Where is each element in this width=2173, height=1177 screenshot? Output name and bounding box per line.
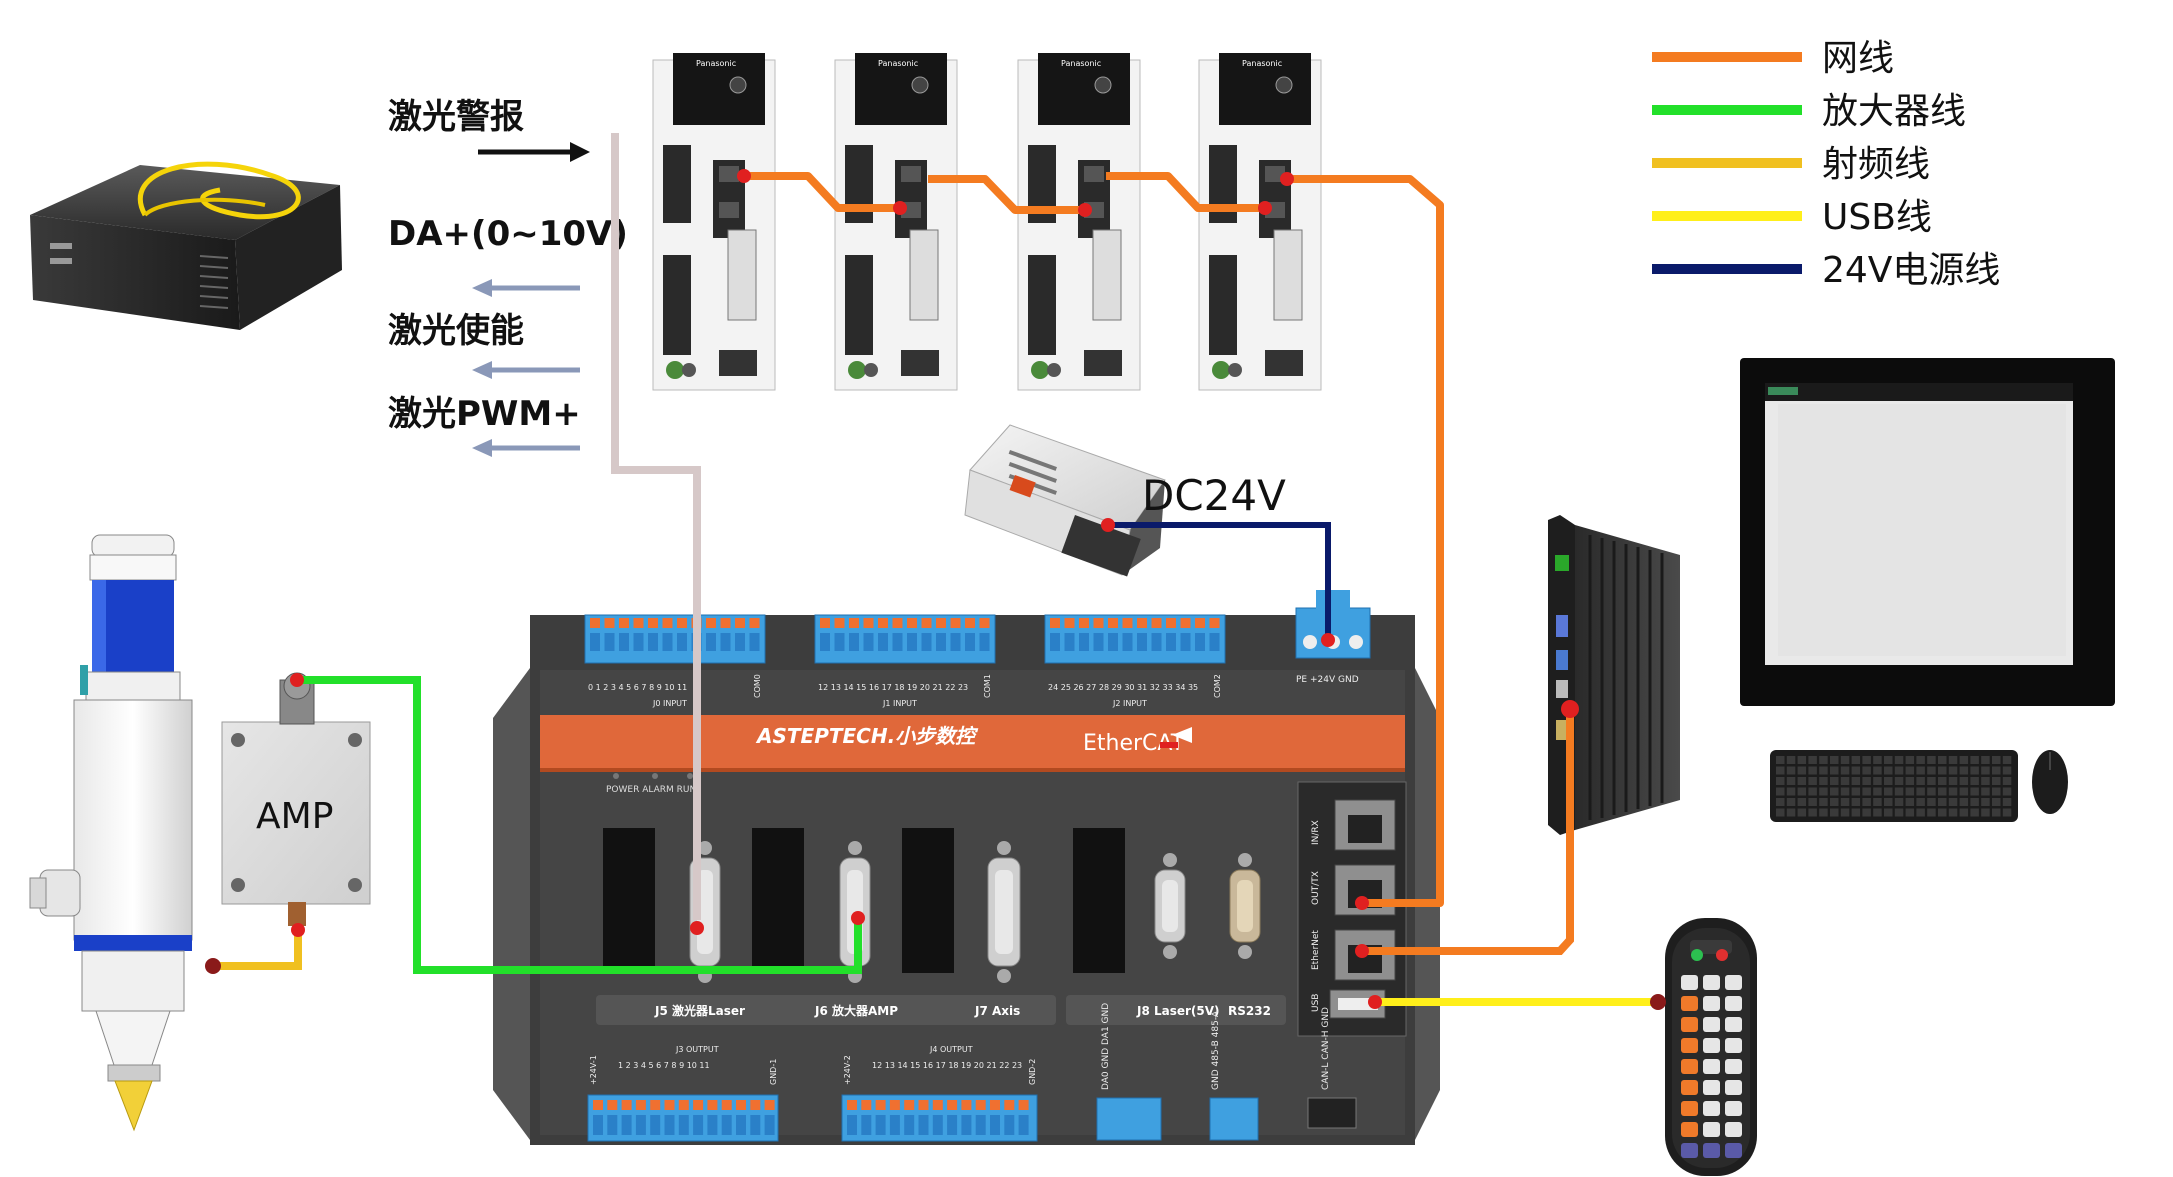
fiber-laser <box>30 161 342 330</box>
output-block-name: J3 OUTPUT <box>675 1045 719 1054</box>
legend-label: 24V电源线 <box>1822 250 2000 291</box>
legend-swatch <box>1652 105 1802 115</box>
analog-label: DA0 GND DA1 GND <box>1101 1003 1111 1090</box>
arrow-left-icon <box>472 439 580 457</box>
eth-out-label: OUT/TX <box>1311 871 1321 905</box>
output-block-name: J4 OUTPUT <box>929 1045 973 1054</box>
port-label: RS232 <box>1228 1004 1271 1018</box>
input-com-label: COM0 <box>753 674 762 698</box>
signal-label-enable: 激光使能 <box>388 311 524 351</box>
dc24v-label: DC24V <box>1142 471 1286 520</box>
port-label: J6 放大器AMP <box>814 1003 898 1018</box>
industrial-pc <box>1548 515 1680 835</box>
keyboard <box>1770 750 2018 822</box>
servo-drive: Panasonic <box>834 53 958 391</box>
eth-lan-label: EtherNet <box>1311 930 1321 970</box>
ethernet-port-lan[interactable] <box>1334 929 1396 981</box>
signal-label-pwm: 激光PWM+ <box>388 394 581 434</box>
input-com-label: COM2 <box>1213 674 1222 698</box>
drive-brand: Panasonic <box>1242 59 1282 68</box>
legend-swatch <box>1652 158 1802 168</box>
output-pin-numbers: 1 2 3 4 5 6 7 8 9 10 11 <box>618 1061 710 1070</box>
amp-label: AMP <box>256 796 333 837</box>
mouse <box>2032 750 2068 814</box>
fiber-cable <box>137 161 301 220</box>
output-right-label: GND-1 <box>769 1059 778 1085</box>
output-left-label: +24V-1 <box>589 1055 598 1085</box>
legend-label: 射频线 <box>1822 144 1930 185</box>
output-right-label: GND-2 <box>1028 1059 1037 1085</box>
legend-label: 放大器线 <box>1822 91 1966 132</box>
legend-label: 网线 <box>1822 38 1894 79</box>
rf-cable <box>213 935 302 970</box>
ethernet-cable-pc <box>1362 716 1574 955</box>
input-block-name: J0 INPUT <box>652 699 687 708</box>
power-terminal-label: PE +24V GND <box>1296 675 1359 685</box>
port-label: J8 Laser(5V) <box>1136 1004 1220 1018</box>
servo-drive: Panasonic <box>1017 53 1141 391</box>
laser-signal-cable <box>611 133 701 920</box>
j8-laser-5v-port[interactable] <box>1154 853 1186 959</box>
power-cable-24v <box>1108 522 1331 640</box>
port-label: J7 Axis <box>974 1004 1020 1018</box>
eth-in-label: IN/RX <box>1311 820 1321 845</box>
rs232-port[interactable] <box>1229 853 1261 959</box>
input-pin-numbers: 12 13 14 15 16 17 18 19 20 21 22 23 <box>818 683 968 692</box>
signal-label-da: DA+(0~10V) <box>388 214 628 254</box>
drive-brand: Panasonic <box>878 59 918 68</box>
input-com-label: COM1 <box>983 674 992 698</box>
controller-brand: ASTEPTECH.小步数控 <box>755 724 979 748</box>
input-terminal-block: 12 13 14 15 16 17 18 19 20 21 22 23 COM1J… <box>814 614 996 708</box>
drive-brand: Panasonic <box>696 59 736 68</box>
can-label: CAN-L CAN-H GND <box>1321 1007 1331 1090</box>
output-left-label: +24V-2 <box>843 1055 852 1085</box>
amplifier-box <box>221 672 371 926</box>
legend-label: USB线 <box>1822 197 1932 238</box>
arrow-left-icon <box>472 279 580 297</box>
port-label: J5 激光器Laser <box>654 1003 745 1018</box>
drive-brand: Panasonic <box>1061 59 1101 68</box>
input-block-name: J1 INPUT <box>882 699 917 708</box>
power-supply-24v <box>964 424 1166 577</box>
usb-label: USB <box>1311 994 1321 1012</box>
handheld-pendant <box>1665 918 1757 1176</box>
input-terminal-block: 0 1 2 3 4 5 6 7 8 9 10 11 COM0 J0 INPUT <box>584 614 766 708</box>
status-leds-label: POWER ALARM RUN <box>606 785 696 795</box>
ethernet-port-in[interactable] <box>1334 799 1396 851</box>
arrow-right-icon <box>478 142 590 162</box>
output-terminal-block: J3 OUTPUT 1 2 3 4 5 6 7 8 9 10 11 +24V-1 GN… <box>587 1045 779 1142</box>
input-block-name: J2 INPUT <box>1112 699 1147 708</box>
legend-swatch <box>1652 52 1802 62</box>
cable-endpoints <box>205 169 1666 1010</box>
legend-swatch <box>1652 264 1802 274</box>
input-terminal-block: 24 25 26 27 28 29 30 31 32 33 34 35 COM2J… <box>1044 614 1226 708</box>
motion-controller: ASTEPTECH.小步数控 EtherCAT POWER ALARM RUN … <box>493 590 1440 1145</box>
input-pin-numbers: 0 1 2 3 4 5 6 7 8 9 10 11 <box>588 683 687 692</box>
ethernet-cable-drives <box>744 172 1444 907</box>
amplifier-cable <box>297 676 862 974</box>
input-pin-numbers: 24 25 26 27 28 29 30 31 32 33 34 35 <box>1048 683 1198 692</box>
output-terminal-block: J4 OUTPUT 12 13 14 15 16 17 18 19 20 21 2… <box>841 1045 1038 1142</box>
signal-label-alarm: 激光警报 <box>388 97 524 137</box>
arrow-left-icon <box>472 361 580 379</box>
servo-drive: Panasonic <box>1198 53 1322 391</box>
legend-swatch <box>1652 211 1802 221</box>
servo-drive: Panasonic <box>652 53 776 391</box>
rs485-label: GND 485-B 485-A <box>1211 1010 1221 1090</box>
touch-monitor <box>1740 358 2115 706</box>
j7-axis-port[interactable] <box>987 841 1021 983</box>
laser-cutting-head <box>29 534 193 1132</box>
output-pin-numbers: 12 13 14 15 16 17 18 19 20 21 22 23 <box>872 1061 1022 1070</box>
